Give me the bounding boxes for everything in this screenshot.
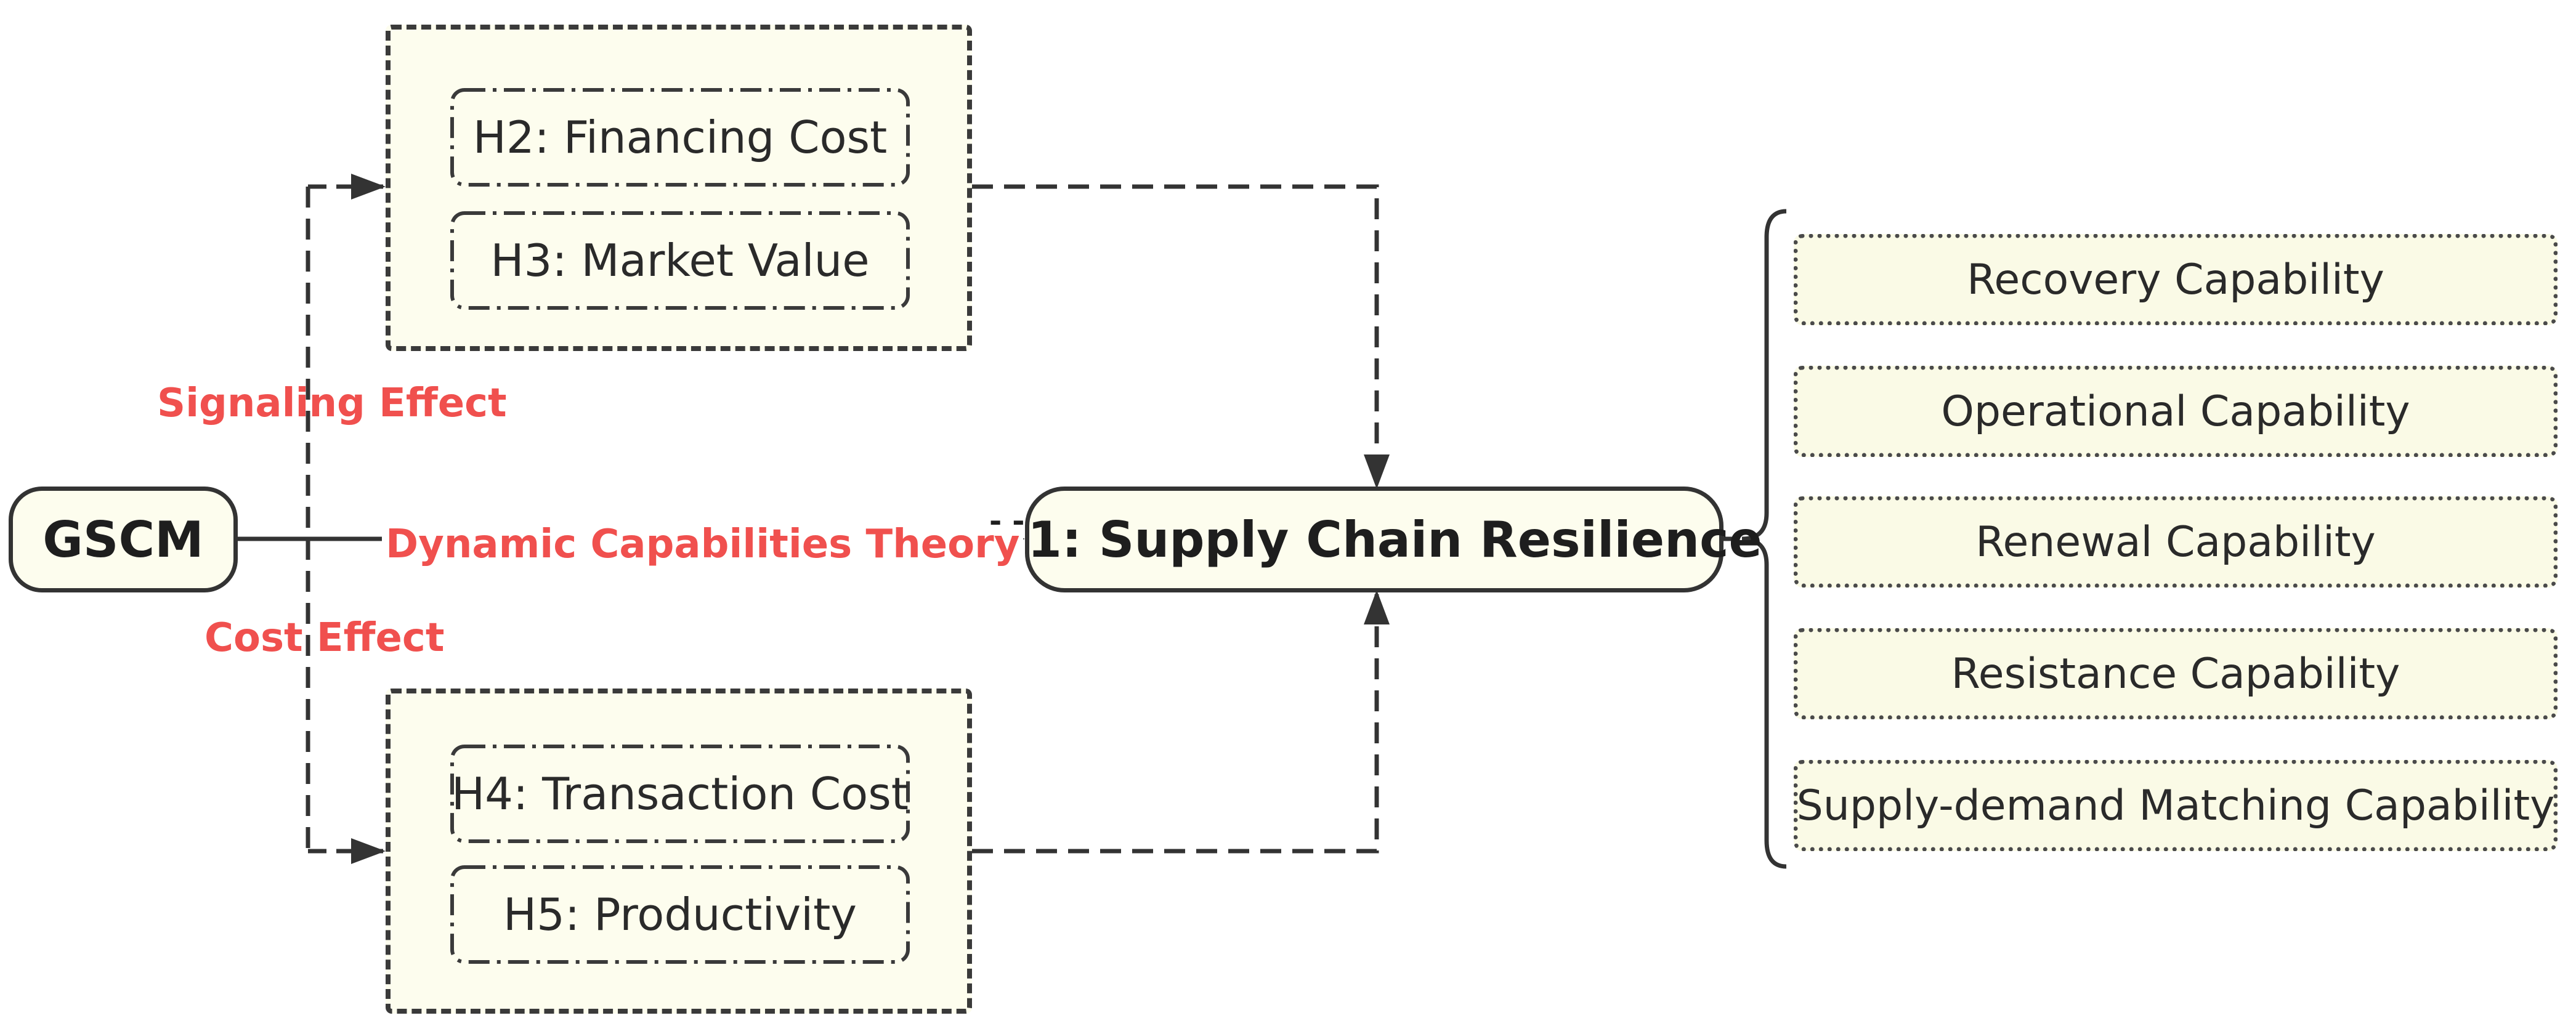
cost-effect-label: Cost Effect [205,615,445,661]
mediator-label: H3: Market Value [490,235,870,286]
mediator-label: H5: Productivity [503,889,857,940]
theory-label: Dynamic Capabilities Theory [382,525,1024,564]
mediator-productivity: H5: Productivity [450,865,910,964]
capability-resistance: Resistance Capability [1794,628,2558,719]
capability-label: Resistance Capability [1951,649,2400,698]
mediator-border [450,88,910,187]
mediator-financing-cost: H2: Financing Cost [450,87,910,187]
cost-mediator-group [386,689,972,1014]
capability-label: Recovery Capability [1967,255,2384,304]
h1-label: H1: Supply Chain Resilience [986,511,1762,568]
supply-chain-resilience-node: H1: Supply Chain Resilience [986,487,1762,592]
capability-operational: Operational Capability [1794,366,2558,457]
mediator-label: H4: Transaction Cost [452,768,909,820]
arrow-cost-to-h1 [972,590,1390,854]
mediator-transaction-cost: H4: Transaction Cost [450,744,910,844]
gscm-label: GSCM [43,511,204,568]
mediator-border [450,211,910,310]
capability-renewal: Renewal Capability [1794,496,2558,588]
capability-supply-demand-matching: Supply-demand Matching Capability [1794,760,2558,851]
capabilities-brace [1741,209,1787,869]
signaling-mediator-group [386,25,972,351]
gscm-node: GSCM [9,487,238,592]
mediator-border [450,865,910,964]
capability-label: Operational Capability [1941,387,2410,436]
signaling-effect-label: Signaling Effect [157,381,507,426]
arrow-signaling-to-h1 [972,184,1390,489]
mediator-label: H2: Financing Cost [472,111,888,163]
capability-recovery: Recovery Capability [1794,234,2558,325]
mediator-border [450,745,910,843]
capability-label: Renewal Capability [1975,517,2376,567]
mediator-market-value: H3: Market Value [450,211,910,310]
capability-label: Supply-demand Matching Capability [1796,781,2555,830]
